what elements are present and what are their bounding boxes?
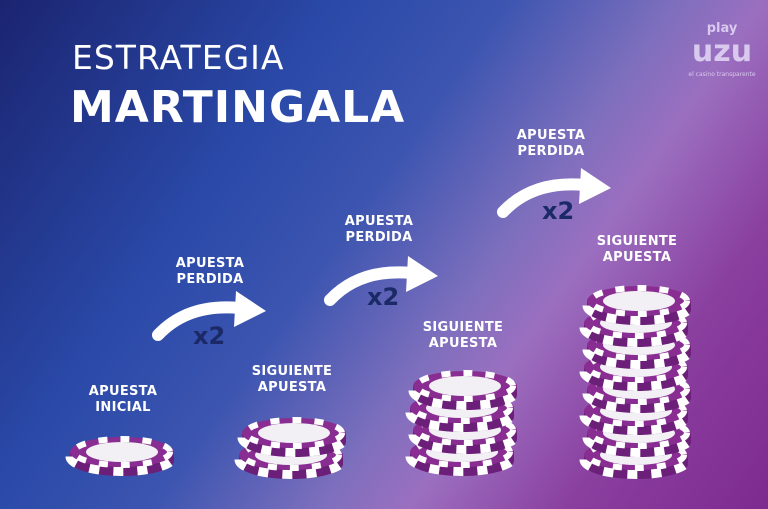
chip (582, 285, 696, 325)
chip (237, 417, 351, 457)
chip-stack-1 (65, 436, 179, 476)
title-line-1: ESTRATEGIA (72, 38, 285, 77)
svg-text:el casino transparente: el casino transparente (688, 71, 756, 78)
chip-stack-3 (405, 370, 522, 476)
arrow-3-multiplier: x2 (542, 197, 575, 225)
chip (65, 436, 179, 476)
chip-stack-2 (234, 417, 351, 479)
chip-stack-4 (579, 285, 696, 479)
arrow-2-multiplier: x2 (367, 283, 400, 311)
arrow-1-multiplier: x2 (193, 322, 226, 350)
title-line-2: MARTINGALA (70, 82, 406, 133)
curved-arrow-icon-1 (152, 291, 266, 341)
chip (408, 370, 522, 410)
curved-arrow-icon-2 (324, 256, 438, 306)
svg-text:play: play (707, 21, 738, 36)
curved-arrow-icon-3 (497, 168, 611, 218)
playuzu-logo: play uzu el casino transparente (686, 14, 758, 80)
svg-text:uzu: uzu (692, 34, 752, 69)
logo-graphic: play uzu el casino transparente (688, 21, 756, 78)
